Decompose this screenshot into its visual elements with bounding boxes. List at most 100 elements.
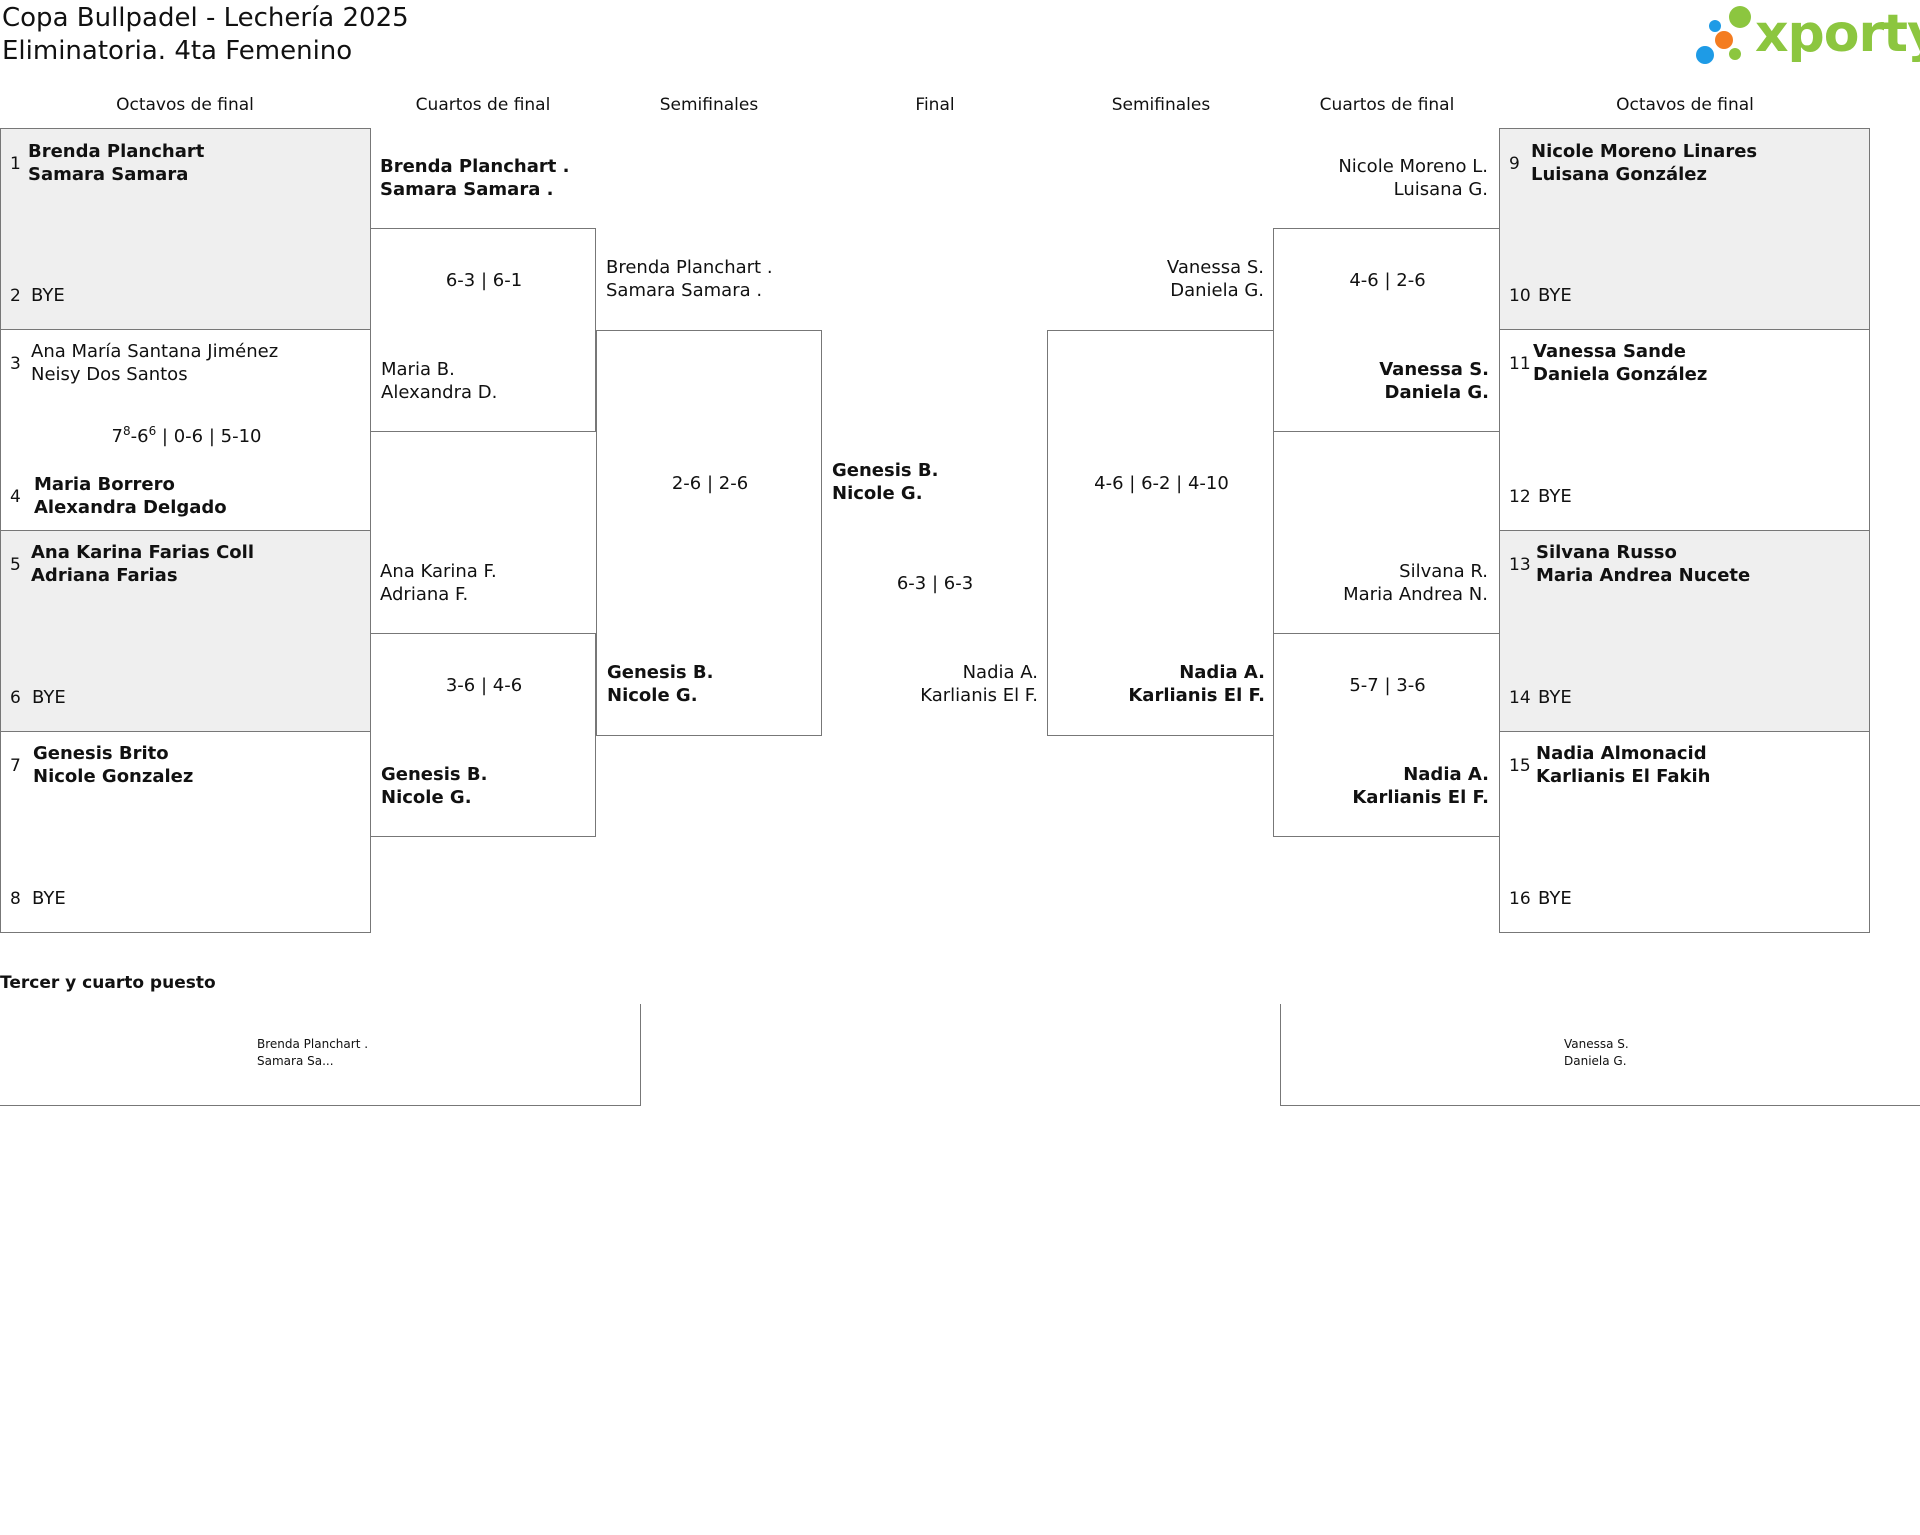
seed-number: 11 xyxy=(1509,354,1531,374)
qf-team: Daniela G. xyxy=(1384,382,1489,403)
final-team: Nicole G. xyxy=(832,483,923,504)
third-place-team: Vanessa S. xyxy=(1564,1037,1629,1051)
seed-number: 2 xyxy=(10,286,21,306)
team-player: Nicole Gonzalez xyxy=(33,766,194,787)
team-player: Genesis Brito xyxy=(33,743,169,764)
match-box: 3 Ana María Santana Jiménez Neisy Dos Sa… xyxy=(0,329,371,531)
team-player: Neisy Dos Santos xyxy=(31,364,188,385)
qf-team: Alexandra D. xyxy=(381,382,498,403)
column-header-final: Final xyxy=(915,95,955,115)
qf-team: Nadia A. xyxy=(1403,764,1489,785)
seed-number: 1 xyxy=(10,154,21,174)
qf-team: Adriana F. xyxy=(380,584,469,605)
sf-team: Vanessa S. xyxy=(1166,257,1264,278)
seed-number: 6 xyxy=(10,688,21,708)
bye-label: BYE xyxy=(1538,687,1572,708)
sf-team: Nadia A. xyxy=(1179,662,1265,683)
match-score: 2-6 | 2-6 xyxy=(671,473,749,494)
team-player: Brenda Planchart xyxy=(28,141,205,162)
match-box: 11 Vanessa Sande Daniela González 12 BYE xyxy=(1499,329,1870,531)
team-player: Luisana González xyxy=(1531,164,1707,185)
logo-dot-icon xyxy=(1696,46,1714,64)
qf-team: Luisana G. xyxy=(1393,179,1488,200)
seed-number: 5 xyxy=(10,555,21,575)
qf-match-box: 3-6 | 4-6 Genesis B. Nicole G. xyxy=(370,633,596,837)
bye-label: BYE xyxy=(32,687,66,708)
match-box: 1 Brenda Planchart Samara Samara 2 BYE xyxy=(0,128,371,330)
sf-team: Genesis B. xyxy=(607,662,714,683)
xporty-logo: xporty xyxy=(1695,4,1920,70)
team-player: Daniela González xyxy=(1533,364,1708,385)
team-player: Ana María Santana Jiménez xyxy=(31,341,279,362)
final-score: 6-3 | 6-3 xyxy=(896,573,974,594)
seed-number: 4 xyxy=(10,487,21,507)
column-header-left-sf: Semifinales xyxy=(659,95,759,115)
seed-number: 3 xyxy=(10,354,21,374)
team-player: Maria Andrea Nucete xyxy=(1536,565,1751,586)
qf-match-box: 5-7 | 3-6 Nadia A. Karlianis El F. xyxy=(1273,633,1500,837)
qf-team: Nicole Moreno L. xyxy=(1338,156,1488,177)
seed-number: 15 xyxy=(1509,756,1531,776)
bye-label: BYE xyxy=(1538,888,1572,909)
seed-number: 7 xyxy=(10,756,21,776)
team-player: Karlianis El Fakih xyxy=(1536,766,1711,787)
team-player: Adriana Farias xyxy=(31,565,178,586)
team-player: Ana Karina Farias Coll xyxy=(31,542,255,563)
bye-label: BYE xyxy=(31,285,65,306)
final-team: Nadia A. xyxy=(962,662,1038,683)
logo-dot-icon xyxy=(1729,6,1751,28)
seed-number: 14 xyxy=(1509,688,1531,708)
team-player: Nadia Almonacid xyxy=(1536,743,1707,764)
column-header-left-r16: Octavos de final xyxy=(116,95,254,115)
column-header-left-qf: Cuartos de final xyxy=(415,95,551,115)
qf-match-box: 4-6 | 2-6 Vanessa S. Daniela G. xyxy=(1273,228,1500,432)
third-place-team: Brenda Planchart . xyxy=(257,1037,369,1051)
match-box: 5 Ana Karina Farias Coll Adriana Farias … xyxy=(0,530,371,732)
qf-team: Vanessa S. xyxy=(1379,359,1489,380)
seed-number: 8 xyxy=(10,889,21,909)
bye-label: BYE xyxy=(1538,486,1572,507)
match-score: 5-7 | 3-6 xyxy=(1349,675,1426,696)
sf-match-box: 4-6 | 6-2 | 4-10 Nadia A. Karlianis El F… xyxy=(1047,330,1274,736)
qf-team: Silvana R. xyxy=(1399,561,1488,582)
qf-team: Brenda Planchart . xyxy=(380,156,570,177)
match-score: 4-6 | 2-6 xyxy=(1349,270,1426,291)
bye-label: BYE xyxy=(1538,285,1572,306)
qf-team: Nicole G. xyxy=(381,787,472,808)
qf-team: Maria Andrea N. xyxy=(1343,584,1488,605)
column-header-right-sf: Semifinales xyxy=(1111,95,1211,115)
tournament-title: Copa Bullpadel - Lechería 2025 xyxy=(2,3,409,33)
seed-number: 12 xyxy=(1509,487,1531,507)
team-player: Silvana Russo xyxy=(1536,542,1677,563)
seed-number: 9 xyxy=(1509,154,1520,174)
qf-team: Karlianis El F. xyxy=(1352,787,1489,808)
sf-team: Nicole G. xyxy=(607,685,698,706)
sf-match-box: 2-6 | 2-6 Genesis B. Nicole G. xyxy=(596,330,822,736)
match-box: 13 Silvana Russo Maria Andrea Nucete 14 … xyxy=(1499,530,1870,732)
logo-text: xporty xyxy=(1755,4,1920,64)
logo-dot-icon xyxy=(1709,20,1721,32)
third-place-team: Samara Sa... xyxy=(257,1054,334,1068)
qf-team: Genesis B. xyxy=(381,764,488,785)
logo-dot-icon xyxy=(1729,48,1741,60)
sf-team: Brenda Planchart . xyxy=(606,257,773,278)
qf-team: Maria B. xyxy=(381,359,455,380)
seed-number: 13 xyxy=(1509,555,1531,575)
team-player: Nicole Moreno Linares xyxy=(1531,141,1758,162)
third-place-slot-right: Vanessa S. Daniela G. xyxy=(1280,1004,1920,1106)
seed-number: 16 xyxy=(1509,889,1531,909)
final-team: Karlianis El F. xyxy=(920,685,1038,706)
third-place-team: Daniela G. xyxy=(1564,1054,1627,1068)
qf-team: Ana Karina F. xyxy=(380,561,497,582)
bracket-subtitle: Eliminatoria. 4ta Femenino xyxy=(2,36,353,66)
qf-match-box: 6-3 | 6-1 Maria B. Alexandra D. xyxy=(370,228,596,432)
seed-number: 10 xyxy=(1509,286,1531,306)
column-header-right-qf: Cuartos de final xyxy=(1319,95,1455,115)
column-header-right-r16: Octavos de final xyxy=(1616,95,1754,115)
team-player: Samara Samara xyxy=(28,164,189,185)
team-player: Maria Borrero xyxy=(34,474,175,495)
third-place-slot-left: Brenda Planchart . Samara Sa... xyxy=(0,1004,641,1106)
match-box: 15 Nadia Almonacid Karlianis El Fakih 16… xyxy=(1499,731,1870,933)
match-score: 3-6 | 4-6 xyxy=(445,675,523,696)
sf-team: Samara Samara . xyxy=(606,280,763,301)
